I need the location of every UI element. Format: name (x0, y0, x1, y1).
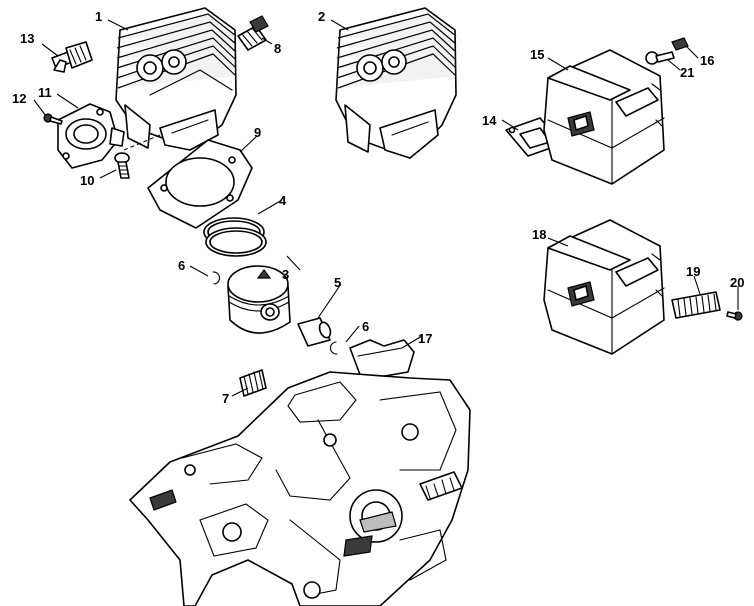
screw-part-21 (645, 51, 675, 65)
piston-pin-part-5 (297, 317, 332, 347)
callout-6a: 6 (178, 258, 186, 273)
callout-16: 16 (700, 53, 715, 68)
screw-part-10 (114, 152, 130, 179)
decompression-valve-part-13 (51, 41, 93, 73)
callout-10: 10 (80, 173, 95, 188)
callout-5: 5 (334, 275, 342, 290)
plate-part-17 (349, 339, 415, 381)
circlip-part-6b (329, 341, 338, 355)
spark-plug-part-8 (237, 15, 269, 51)
callout-20: 20 (730, 275, 745, 290)
intake-flange-part-11 (57, 103, 125, 169)
gasket-part-9 (147, 139, 253, 229)
piston-rings-part-4 (203, 217, 267, 257)
callout-13: 13 (20, 31, 35, 46)
nut-part-16 (671, 37, 689, 51)
callout-2: 2 (318, 9, 326, 24)
callout-7: 7 (222, 391, 230, 406)
callout-4: 4 (279, 193, 287, 208)
callout-14: 14 (482, 113, 497, 128)
callout-1: 1 (95, 9, 103, 24)
callout-21: 21 (680, 65, 695, 80)
needle-cage-part-7 (239, 369, 267, 397)
callout-3: 3 (282, 267, 290, 282)
leader-lines (33, 19, 739, 397)
cylinder-part-2 (335, 7, 457, 159)
piston-part-3 (227, 265, 291, 334)
callout-8: 8 (274, 41, 282, 56)
callout-11: 11 (38, 85, 52, 100)
screw-part-20 (726, 311, 743, 321)
callout-12: 12 (12, 91, 27, 106)
callout-6b: 6 (362, 319, 370, 334)
spark-arrestor-part-19 (671, 291, 721, 319)
circlip-part-6a (212, 271, 221, 285)
callout-9: 9 (254, 125, 262, 140)
callout-19: 19 (686, 264, 701, 279)
callout-17: 17 (418, 331, 433, 346)
crankcase (129, 371, 471, 606)
muffler-part-15 (543, 49, 665, 185)
muffler-part-18 (543, 219, 665, 355)
callout-15: 15 (530, 47, 545, 62)
callout-18: 18 (532, 227, 547, 242)
cylinder-part-1 (115, 7, 237, 151)
